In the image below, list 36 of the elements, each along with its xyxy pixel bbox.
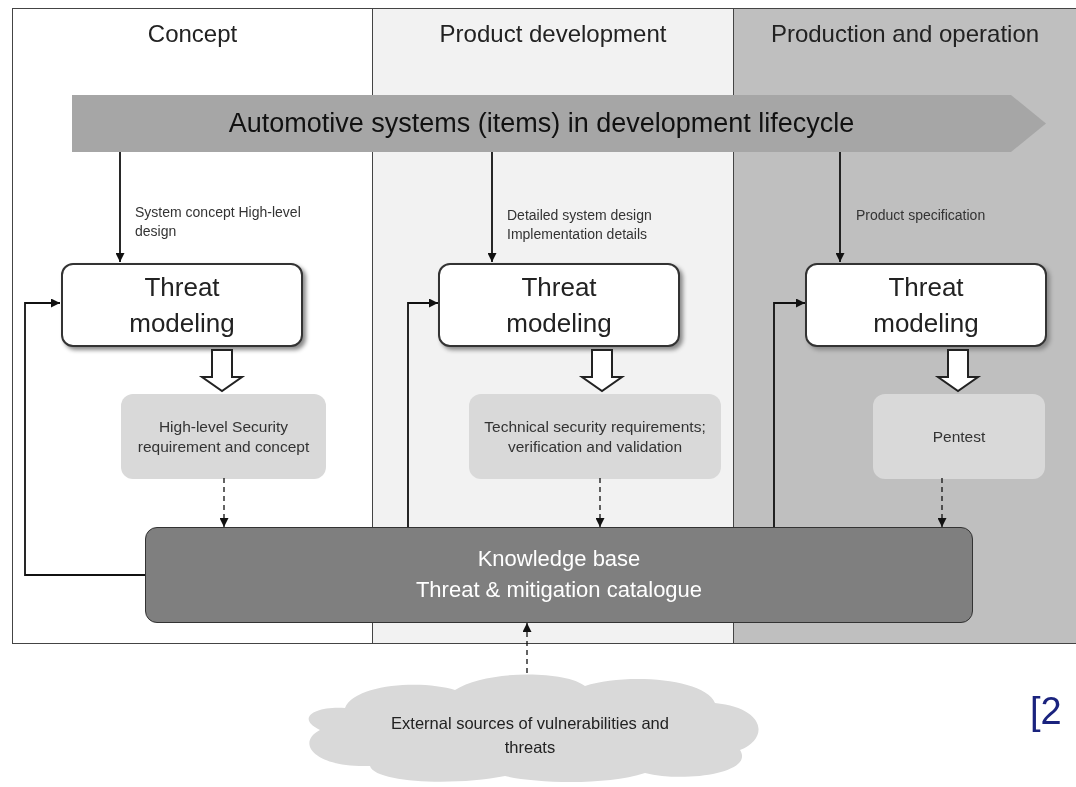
- arrow: [115, 151, 125, 263]
- arrow: [487, 151, 497, 263]
- node-text: Threat modeling: [872, 270, 980, 340]
- node-text: External sources of vulnerabilities and threats: [390, 712, 670, 758]
- block-arrow: [934, 349, 982, 393]
- lifecycle-arrow-band: [72, 95, 1046, 152]
- block-arrow: [578, 349, 626, 393]
- citation-mark: [2: [1030, 690, 1062, 733]
- band-title: Automotive systems (items) in development lifecycle: [228, 106, 855, 140]
- node-text: Threat modeling: [505, 270, 613, 340]
- block-arrow: [198, 349, 246, 393]
- node-text: Threat & mitigation catalogue: [415, 576, 703, 604]
- arrow: [24, 298, 146, 576]
- node-text: Technical security requirements; verification and validation: [483, 417, 707, 456]
- result-box: [469, 394, 721, 479]
- arrow: [937, 477, 947, 528]
- node-text: Threat modeling: [128, 270, 236, 340]
- column-heading: Production and operation: [769, 19, 1041, 49]
- arrow: [595, 477, 605, 528]
- arrow: [407, 298, 439, 528]
- arrow: [219, 477, 229, 528]
- arrow: [522, 622, 532, 674]
- process-box: [805, 263, 1047, 347]
- arrow: [773, 298, 806, 528]
- knowledge-base-box: [145, 527, 973, 623]
- node-text: Pentest: [932, 426, 986, 447]
- result-box: [121, 394, 326, 479]
- arrow: [835, 151, 845, 263]
- node-text: Knowledge base: [477, 545, 641, 574]
- process-box: [61, 263, 303, 347]
- process-box: [438, 263, 680, 347]
- result-box: [873, 394, 1045, 479]
- column-heading: Product development: [438, 19, 668, 49]
- edge-label: Product specification: [856, 206, 986, 225]
- column-heading: Concept: [146, 19, 239, 49]
- node-text: High-level Security requirement and concept: [136, 417, 311, 456]
